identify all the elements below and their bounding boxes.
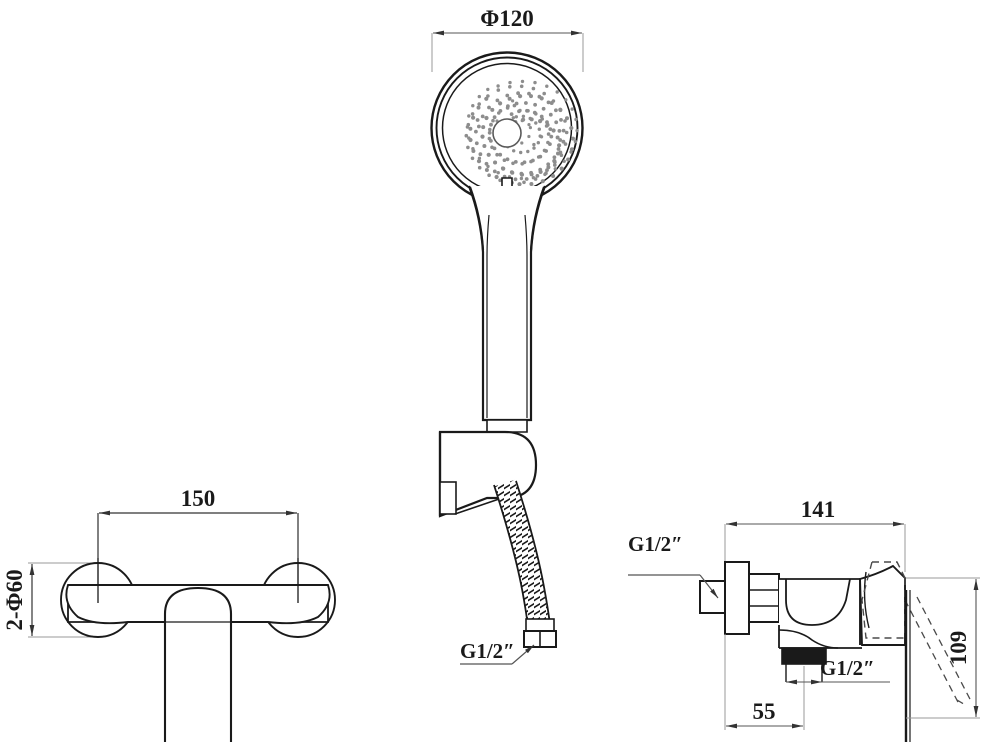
dim-outlet-offset: [724, 634, 805, 730]
label-inlet-thread: G1/2″: [628, 532, 683, 556]
bracket-lower-edge: [454, 496, 506, 515]
dim-label-shower-diameter: Φ120: [480, 6, 534, 31]
handle-tail-connector: [486, 419, 528, 433]
bracket-mount-slot: [439, 481, 457, 515]
mixer-side-view: 141: [628, 497, 980, 742]
handle-neck-left: [468, 186, 485, 251]
dim-label-body-height: 109: [946, 631, 971, 666]
mixer-front-view: 150 2-Φ60: [2, 486, 336, 742]
hose-collar: [525, 618, 555, 632]
shower-head-center-hub: [492, 118, 522, 148]
lever-inner-curve: [863, 571, 870, 629]
handle-neck-right: [529, 186, 546, 251]
hand-shower-view: Φ120: [430, 6, 584, 665]
outlet-spigot-thread: [781, 647, 827, 665]
body-side-fill: [779, 579, 860, 648]
dim-body-depth: [724, 521, 906, 572]
handle-highlight-left: [486, 214, 490, 418]
dim-label-outlet-offset: 55: [753, 699, 776, 724]
handle-head-junction-mask: [470, 188, 544, 200]
dim-label-flange-diameter: 2-Φ60: [2, 569, 27, 630]
cartridge-cavity-outline: [785, 578, 851, 626]
body-lower-contour: [778, 629, 839, 649]
dim-shower-diameter: [431, 30, 584, 72]
leader-diagonal: [699, 574, 719, 599]
mixer-lever-front: [163, 586, 233, 742]
dim-body-height: [906, 577, 980, 719]
leader-hose-thread: [460, 644, 535, 665]
leader-inlet-thread: [628, 574, 719, 599]
label-outlet-thread: G1/2″: [820, 656, 875, 680]
leader-diagonal: [511, 644, 535, 665]
handle-highlight-right: [524, 214, 528, 418]
wall-flange-plate: [724, 561, 750, 635]
lever-swing-trace: [904, 596, 973, 707]
dim-flange-diameter: [28, 562, 94, 638]
inlet-hex-nut: [748, 573, 780, 623]
dim-label-center-distance: 150: [181, 486, 216, 511]
shower-hose-ribbing: [494, 479, 552, 636]
label-hose-thread: G1/2″: [460, 639, 515, 663]
mixer-lever-side: [859, 564, 906, 646]
dim-label-body-depth: 141: [801, 497, 836, 522]
